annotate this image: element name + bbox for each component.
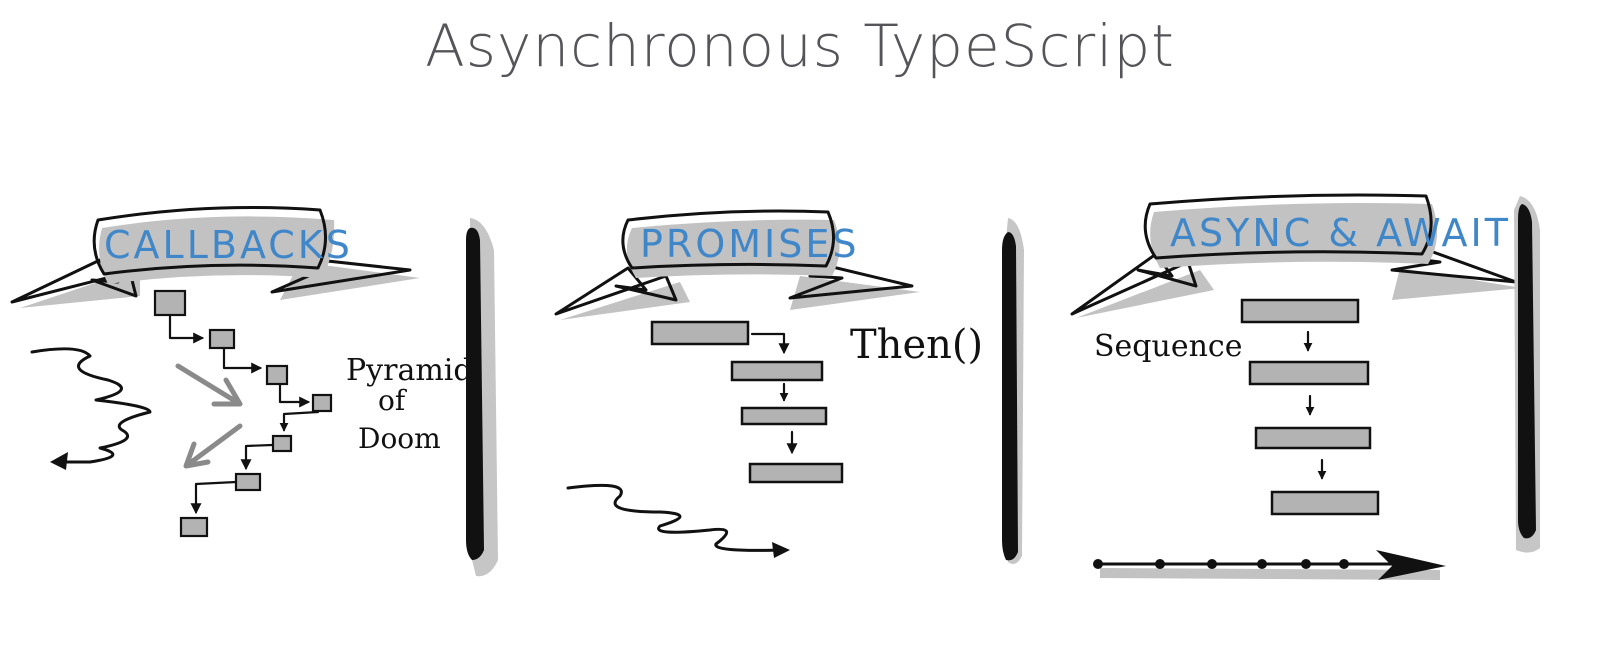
timeline-dot [1093, 559, 1103, 569]
pyramid-of-doom-label: Pyramid of Doom [346, 353, 473, 455]
pyramid-of-doom-diagram [153, 289, 333, 538]
callback-box [271, 434, 293, 453]
callbacks-banner-label: CALLBACKS [104, 223, 353, 267]
gray-arrow-in [175, 363, 243, 407]
squiggle-arrowhead [50, 452, 68, 470]
async-await-panel: ASYNC & AWAIT Sequence [1070, 193, 1522, 580]
callback-box [208, 328, 236, 350]
promise-bar [740, 406, 828, 426]
nesting-arrow [279, 410, 320, 432]
panel-divider [1514, 196, 1540, 553]
label-of: of [378, 384, 408, 417]
callback-squiggle [30, 347, 152, 464]
await-bar [1270, 490, 1380, 516]
then-label: Then() [850, 322, 983, 368]
gray-arrow-out [183, 423, 243, 469]
callbacks-banner: CALLBACKS [10, 206, 420, 308]
await-bar [1248, 360, 1370, 386]
page-title: Asynchronous TypeScript [425, 12, 1175, 80]
async-await-banner-label: ASYNC & AWAIT [1170, 211, 1511, 255]
then-arrow [750, 332, 790, 355]
promises-banner: PROMISES [554, 209, 920, 320]
promise-squiggle [566, 483, 784, 552]
label-doom: Doom [358, 422, 441, 455]
timeline-dot [1155, 559, 1165, 569]
timeline-dot [1301, 559, 1311, 569]
async-await-banner: ASYNC & AWAIT [1070, 193, 1522, 318]
timeline-dot [1339, 559, 1349, 569]
timeline-dot [1257, 559, 1267, 569]
callback-box [311, 393, 333, 413]
timeline [1093, 550, 1446, 580]
await-sequence-diagram [1240, 298, 1380, 516]
promise-bar [650, 320, 750, 346]
callback-box [179, 516, 209, 538]
panel-divider [1002, 218, 1024, 564]
nesting-arrow [222, 346, 263, 374]
callback-box [153, 289, 187, 317]
callbacks-panel: CALLBACKS Pyramid of Doom [10, 206, 473, 538]
squiggle-arrowhead [772, 542, 790, 558]
nesting-arrow [240, 443, 274, 471]
await-bar [1254, 426, 1372, 450]
label-pyramid: Pyramid [346, 353, 473, 388]
nesting-arrow [168, 314, 205, 344]
sequence-label: Sequence [1094, 329, 1242, 364]
promise-bar [730, 360, 824, 382]
nesting-arrow [278, 383, 311, 408]
await-bar [1240, 298, 1360, 324]
promise-bar [748, 462, 844, 484]
nesting-arrow [190, 480, 238, 515]
promises-banner-label: PROMISES [640, 222, 859, 266]
callback-box [265, 364, 289, 386]
panel-divider [466, 218, 498, 577]
callback-box [234, 472, 262, 492]
timeline-arrowhead [1376, 550, 1446, 580]
timeline-dot [1207, 559, 1217, 569]
promises-panel: PROMISES Then() [554, 209, 983, 558]
promise-chain-diagram [650, 320, 844, 484]
